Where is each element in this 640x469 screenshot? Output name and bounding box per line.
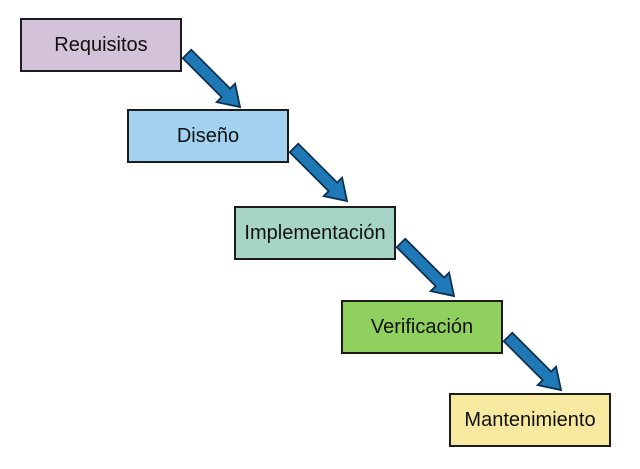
flow-arrow-verificacion-mantenimiento bbox=[502, 331, 563, 392]
stage-implementacion: Implementación bbox=[234, 206, 396, 260]
stage-diseno: Diseño bbox=[127, 109, 289, 163]
stage-requisitos: Requisitos bbox=[20, 18, 182, 72]
stage-mantenimiento-label: Mantenimiento bbox=[464, 409, 596, 431]
flow-arrow-diseno-implementacion bbox=[288, 142, 349, 203]
stage-verificacion: Verificación bbox=[341, 300, 503, 354]
flow-arrow-implementacion-verificacion bbox=[395, 237, 456, 298]
stage-verificacion-label: Verificación bbox=[370, 316, 474, 338]
stage-implementacion-label: Implementación bbox=[244, 222, 386, 244]
stage-requisitos-label: Requisitos bbox=[54, 34, 148, 56]
flow-arrow-requisitos-diseno bbox=[181, 48, 242, 109]
stage-mantenimiento: Mantenimiento bbox=[449, 393, 611, 447]
stage-diseno-label: Diseño bbox=[176, 125, 240, 147]
